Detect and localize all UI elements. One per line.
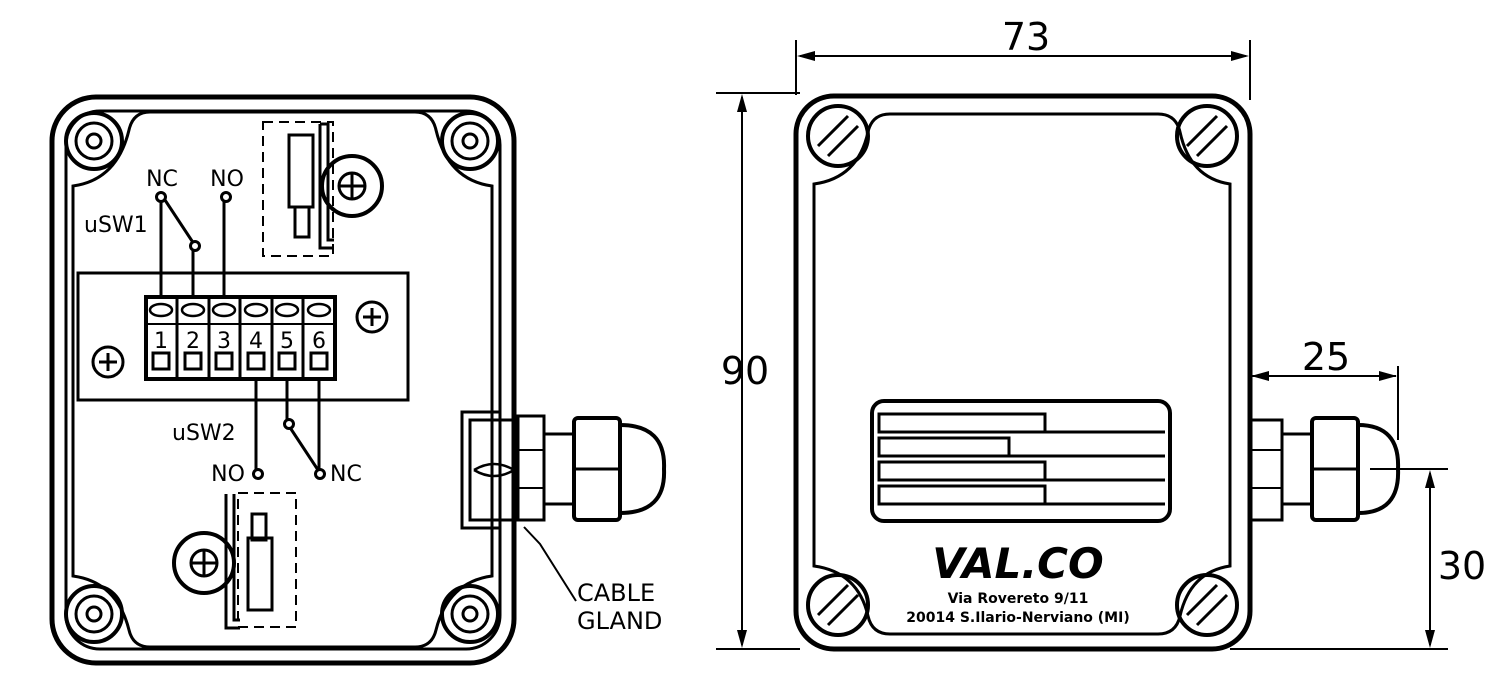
microswitch-top: [262, 121, 384, 257]
corner-screw-icon: [806, 573, 870, 637]
corner-screw-icon: [64, 111, 124, 171]
corner-screw-icon: [1175, 573, 1239, 637]
terminal-board: 1 2 3 4 5 6: [76, 271, 410, 402]
corner-screw-icon: [440, 584, 500, 644]
open-enclosure-view: 1 2 3 4 5 6 NC NO uSW1: [49, 94, 667, 666]
corner-screw-icon: [64, 584, 124, 644]
brand-logo: VAL.CO: [932, 539, 1103, 588]
nameplate: [870, 399, 1172, 523]
microswitch-bottom: [172, 492, 297, 630]
mounting-screw-icon: [172, 531, 236, 595]
terminal-number: 4: [249, 329, 263, 354]
address-line2: 20014 S.Ilario-Nerviano (MI): [906, 610, 1129, 626]
dimension-arrows: [737, 51, 1435, 648]
lid-outer-outline: [793, 93, 1253, 652]
switch2-nc-label: NC: [330, 462, 362, 487]
closed-enclosure-view: VAL.CO Via Rovereto 9/11 20014 S.Ilario-…: [716, 15, 1486, 652]
terminal-number: 1: [154, 329, 168, 354]
dimension-gland-length: 25: [1302, 335, 1350, 379]
cable-gland-left: [460, 410, 667, 530]
switch1-no-label: NO: [210, 167, 244, 192]
enclosure-outer-outline: [49, 94, 517, 666]
switch2-wiring: [252, 379, 326, 480]
switch1-wiring: [155, 191, 232, 297]
switch1-name-label: uSW1: [84, 213, 148, 238]
cable-gland-leader-line: [523, 526, 577, 602]
corner-screw-icon: [806, 104, 870, 168]
switch1-nc-label: NC: [146, 167, 178, 192]
cable-gland-label-line2: GLAND: [577, 607, 662, 635]
cable-gland-label-line1: CABLE: [577, 579, 655, 607]
dimension-width: 73: [1002, 15, 1050, 59]
terminal-number: 6: [312, 329, 326, 354]
switch2-name-label: uSW2: [172, 421, 236, 446]
dimension-height: 90: [721, 349, 769, 393]
mounting-screw-icon: [320, 154, 384, 218]
terminal-number: 5: [280, 329, 294, 354]
corner-screw-icon: [440, 111, 500, 171]
board-screw-icon: [91, 345, 125, 379]
terminal-number: 3: [217, 329, 231, 354]
address-line1: Via Rovereto 9/11: [948, 591, 1089, 607]
switch2-no-label: NO: [211, 462, 245, 487]
terminal-number: 2: [186, 329, 200, 354]
board-screw-icon: [355, 300, 389, 334]
dimension-lines: [716, 40, 1448, 650]
dimension-gland-height: 30: [1438, 544, 1486, 588]
corner-screw-icon: [1175, 104, 1239, 168]
